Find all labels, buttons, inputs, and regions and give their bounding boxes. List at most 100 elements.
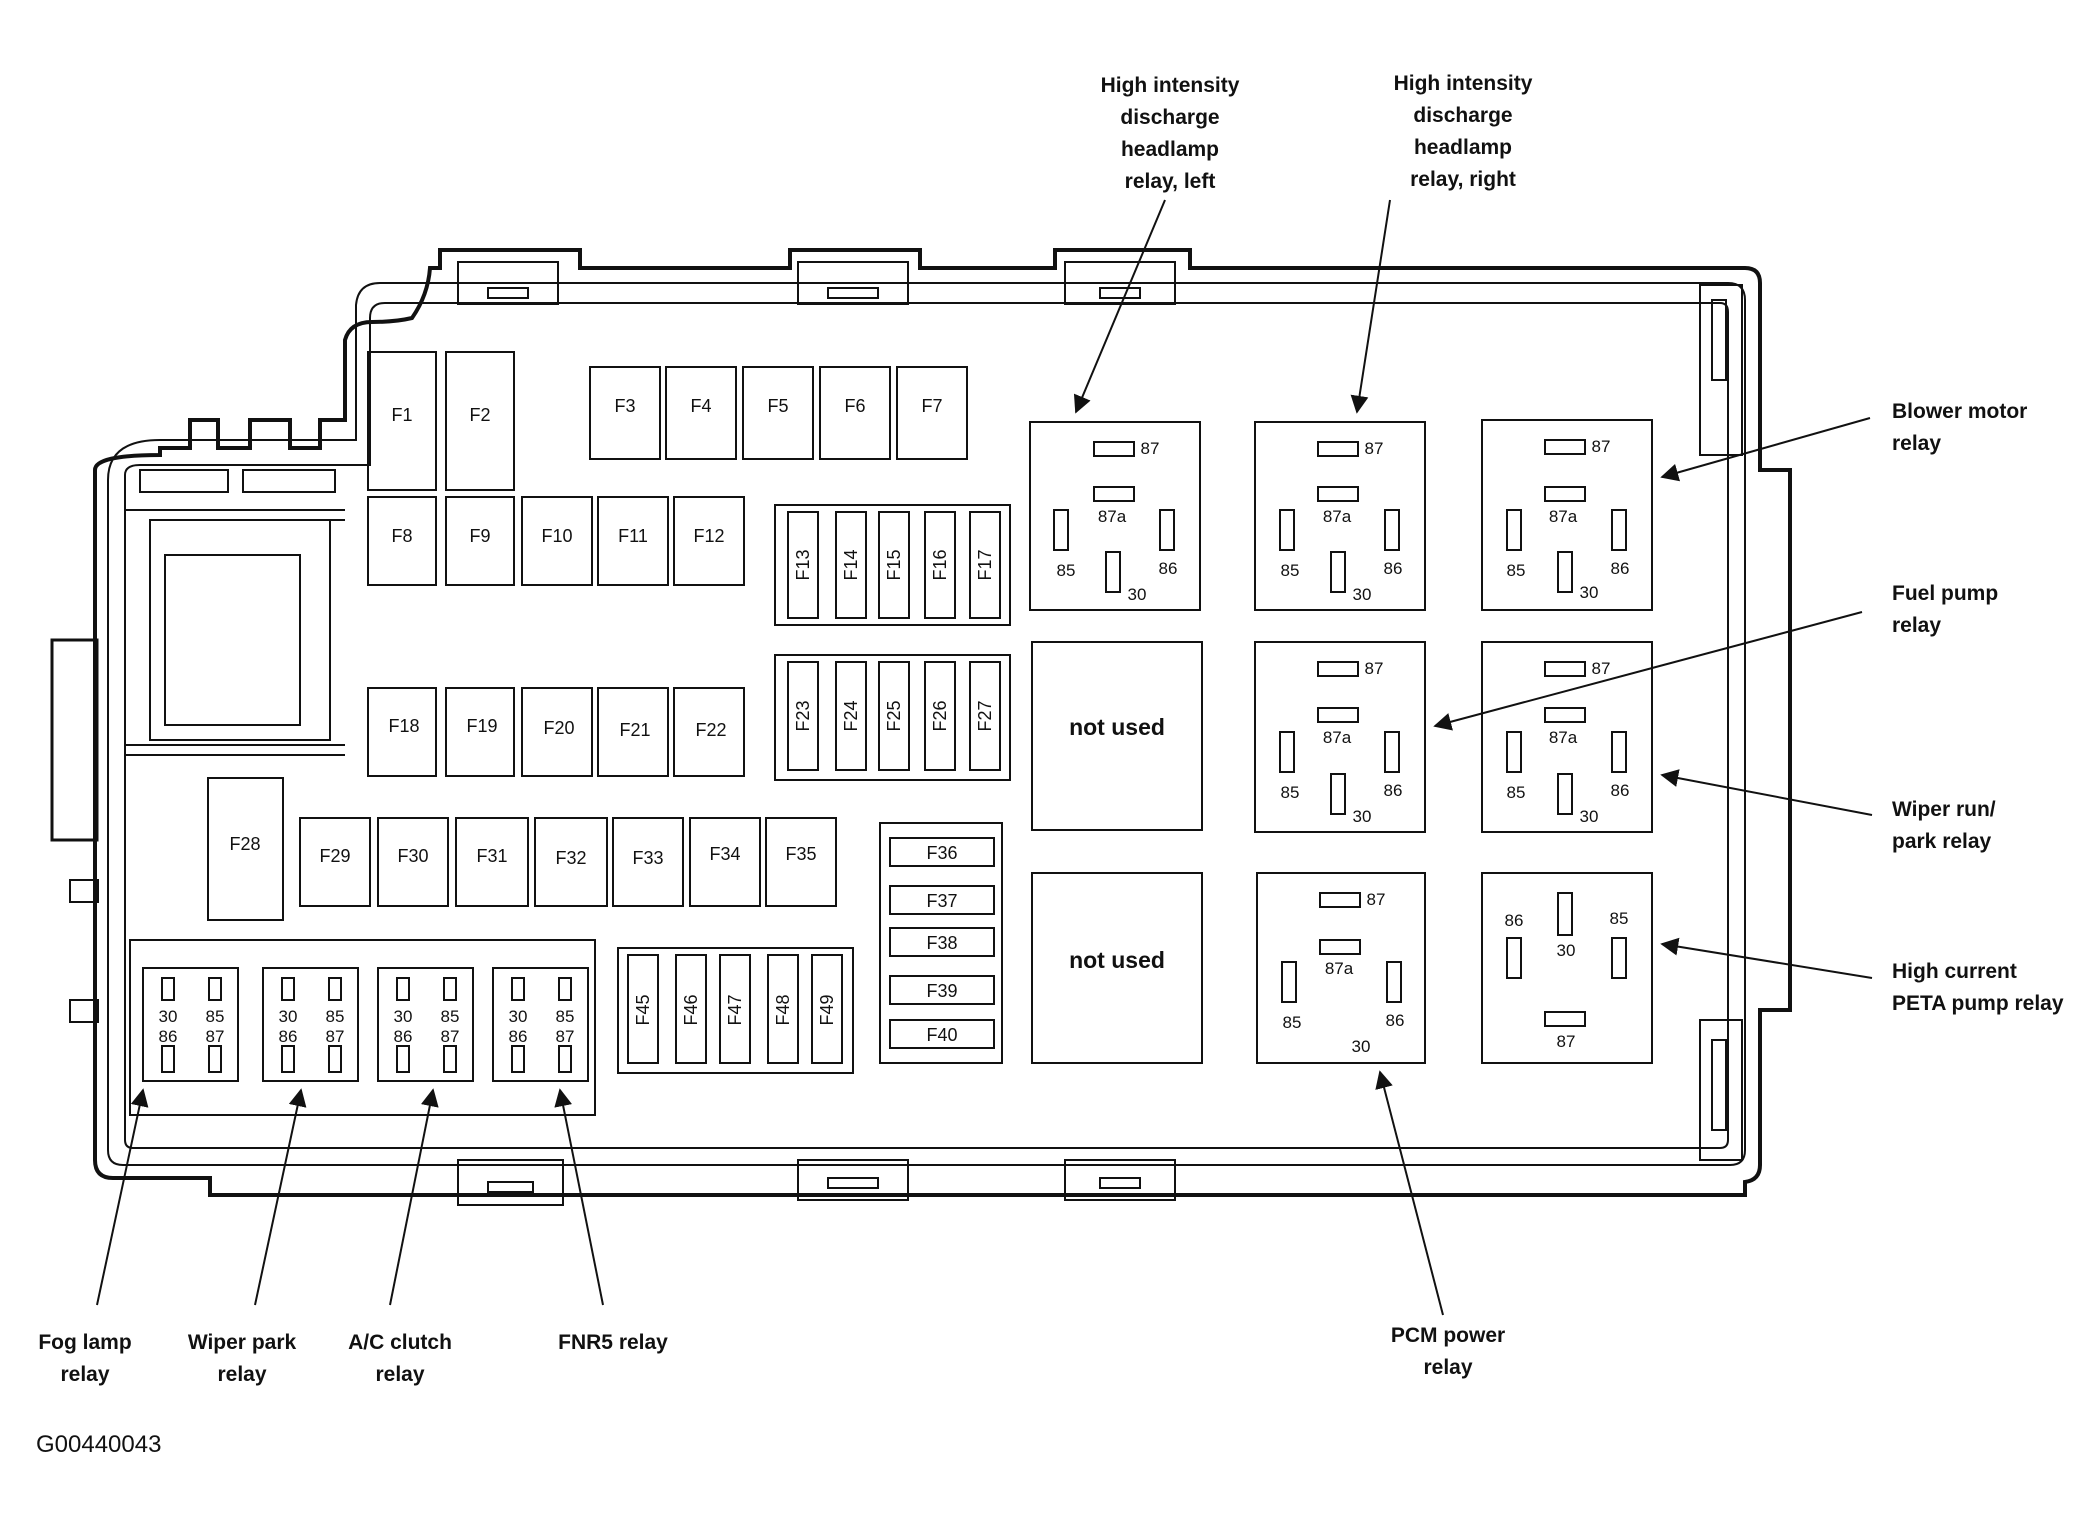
fuse-f47	[719, 954, 751, 1064]
arrow-fuel-pump	[1433, 611, 1863, 731]
fog-lamp-relay	[142, 967, 239, 1082]
fuse-label: F2	[469, 405, 490, 425]
fuse-f23	[787, 661, 819, 771]
ac-clutch-relay	[377, 967, 474, 1082]
pin-label: 86	[279, 1027, 298, 1046]
arrow-peta	[1660, 937, 1873, 979]
fuse-group-f18-f22	[367, 687, 745, 777]
pin-label: 85	[556, 1007, 575, 1026]
callout-fuel-pump: relay	[1892, 614, 1941, 637]
fuse-label: F33	[632, 848, 663, 868]
arrow-blower	[1660, 417, 1871, 482]
pin-label: 86	[1386, 1011, 1405, 1030]
fuse-label: F37	[926, 891, 957, 911]
pin-label: 85	[1281, 783, 1300, 802]
callout-wiper-run: Wiper run/	[1892, 798, 1996, 821]
fuse-label: F23	[793, 700, 813, 731]
pin-label: 87	[1367, 890, 1386, 909]
fuse-label: F6	[844, 396, 865, 416]
fuse-f38	[889, 927, 995, 957]
callout-ac-clutch: relay	[375, 1363, 424, 1386]
fuse-group-f45-f49	[617, 947, 854, 1074]
callout-wiper-park: Wiper park	[188, 1331, 297, 1354]
fuse-f10	[521, 496, 593, 586]
fuse-label: F17	[975, 549, 995, 580]
fuse-f27	[969, 661, 1001, 771]
pin-label: 86	[1159, 559, 1178, 578]
fuse-label: F40	[926, 1025, 957, 1045]
fuse-f5	[742, 366, 814, 460]
pin-label: 86	[509, 1027, 528, 1046]
fuse-f48	[767, 954, 799, 1064]
fuse-f19	[445, 687, 515, 777]
fuse-label: F29	[319, 846, 350, 866]
hid-headlamp-relay-left	[1029, 421, 1201, 611]
pin-label: 30	[1353, 585, 1372, 604]
fuse-f45	[627, 954, 659, 1064]
fuse-label: F32	[555, 848, 586, 868]
fuse-label: F45	[633, 994, 653, 1025]
pcm-power-relay	[1256, 872, 1426, 1064]
callout-labels: High intensity discharge headlamp relay,…	[36, 72, 2064, 1458]
fuse-label: F31	[476, 846, 507, 866]
callout-wiper-run: park relay	[1892, 830, 1992, 853]
pin-label: 87	[326, 1027, 345, 1046]
fuse-f33	[612, 817, 684, 907]
wiper-park-relay	[262, 967, 359, 1082]
fuse-label: F18	[388, 716, 419, 736]
callout-ac-clutch: A/C clutch	[348, 1331, 452, 1354]
pin-label: 86	[394, 1027, 413, 1046]
callout-peta: PETA pump relay	[1892, 992, 2064, 1015]
pin-label: 86	[1611, 559, 1630, 578]
callout-wiper-park: relay	[217, 1363, 266, 1386]
wiper-run-park-relay	[1481, 641, 1653, 833]
fuse-f49	[811, 954, 843, 1064]
fuel-pump-relay	[1254, 641, 1426, 833]
pin-label: 87	[441, 1027, 460, 1046]
fuse-f8	[367, 496, 437, 586]
fuse-f39	[889, 975, 995, 1005]
pin-label: 87a	[1325, 959, 1354, 978]
fuse-f18	[367, 687, 437, 777]
small-relay-group	[142, 967, 589, 1082]
fuse-f37	[889, 885, 995, 915]
fuse-group-f36-f40	[879, 822, 1003, 1064]
callout-pcm: PCM power	[1391, 1324, 1505, 1347]
pin-label: 30	[1557, 941, 1576, 960]
callout-pcm: relay	[1423, 1356, 1472, 1379]
fuse-f9	[445, 496, 515, 586]
pin-label: 87	[556, 1027, 575, 1046]
pin-label: 86	[159, 1027, 178, 1046]
fuse-label: F36	[926, 843, 957, 863]
pin-label: 87	[1592, 437, 1611, 456]
callout-blower: relay	[1892, 432, 1941, 455]
pin-label: 30	[1580, 583, 1599, 602]
fuse-label: F19	[466, 716, 497, 736]
fuse-f28: F28	[207, 777, 284, 921]
fuse-group-f29-f35	[299, 817, 837, 907]
pin-label: 87	[1141, 439, 1160, 458]
arrow-ac-clutch	[389, 1088, 439, 1306]
callout-fog-lamp: relay	[60, 1363, 109, 1386]
fuse-label: F24	[841, 700, 861, 731]
fuse-f22	[673, 687, 745, 777]
fuse-f17	[969, 511, 1001, 619]
arrow-pcm	[1375, 1070, 1444, 1316]
fuse-f2	[445, 351, 515, 491]
fuse-group-f1-f7	[367, 351, 968, 491]
pin-label: 30	[1352, 1037, 1371, 1056]
fuse-f30	[377, 817, 449, 907]
pin-label: 87a	[1549, 728, 1578, 747]
fuse-f21	[597, 687, 669, 777]
fuse-f7	[896, 366, 968, 460]
pin-label: 86	[1384, 781, 1403, 800]
fuse-label: F49	[817, 994, 837, 1025]
fuse-label: F39	[926, 981, 957, 1001]
fuse-f25	[878, 661, 910, 771]
pin-label: 30	[159, 1007, 178, 1026]
arrow-wiper-run	[1660, 769, 1873, 816]
fuse-label: F27	[975, 700, 995, 731]
fuse-f26	[924, 661, 956, 771]
pin-label: 85	[1283, 1013, 1302, 1032]
